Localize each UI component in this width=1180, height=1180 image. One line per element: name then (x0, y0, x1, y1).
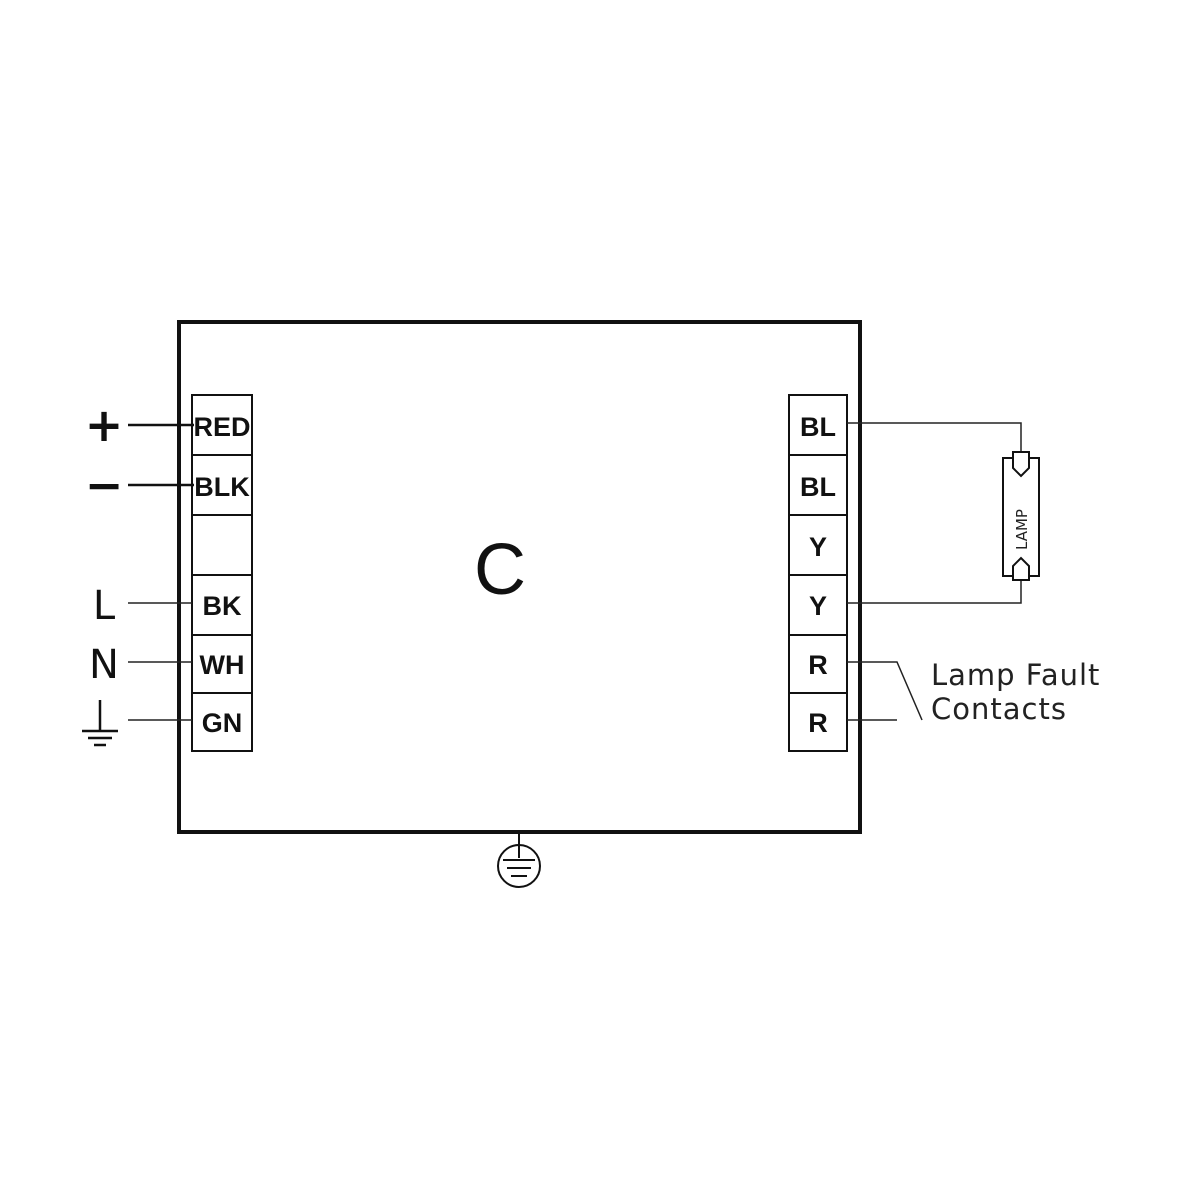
right-terminal-label-4: Y (809, 591, 827, 621)
center-label: C (474, 530, 526, 610)
plus-symbol: + (85, 398, 124, 452)
left-terminal-label-6: GN (202, 708, 243, 738)
lamp-label: LAMP (1013, 509, 1031, 550)
right-terminal-label-1: BL (800, 412, 836, 442)
fault-note-line2: Contacts (931, 692, 1067, 726)
wire-bl-lamp (847, 422, 1022, 452)
left-terminal-3 (191, 514, 253, 576)
left-terminal-label-1: RED (193, 412, 250, 442)
right-terminal-5 (788, 634, 848, 694)
neutral-label: N (89, 642, 119, 688)
right-terminal-6 (788, 692, 848, 752)
right-terminal-label-6: R (808, 708, 828, 738)
right-terminal-4 (788, 574, 848, 636)
left-terminal-label-2: BLK (194, 472, 250, 502)
right-terminal-block: BL BL Y Y R R (788, 394, 848, 752)
right-terminal-label-3: Y (809, 532, 827, 562)
fault-note-line1: Lamp Fault (931, 658, 1100, 692)
wire-fault-1 (847, 661, 923, 721)
left-terminal-label-5: WH (200, 650, 245, 680)
left-terminal-block: RED BLK BK WH GN (191, 394, 253, 752)
line-label: L (93, 583, 116, 629)
left-terminal-6 (191, 692, 253, 752)
right-terminal-1 (788, 394, 848, 456)
left-terminal-4 (191, 574, 253, 636)
right-terminal-label-2: BL (800, 472, 836, 502)
lamp-icon: LAMP (1002, 451, 1040, 581)
minus-symbol: − (85, 458, 124, 512)
left-terminal-label-4: BK (203, 591, 242, 621)
chassis-ground-icon (497, 832, 541, 888)
left-terminal-5 (191, 634, 253, 694)
wire-y-lamp (847, 580, 1022, 604)
right-terminal-label-5: R (808, 650, 828, 680)
right-terminal-3 (788, 514, 848, 576)
ground-icon (82, 700, 118, 747)
